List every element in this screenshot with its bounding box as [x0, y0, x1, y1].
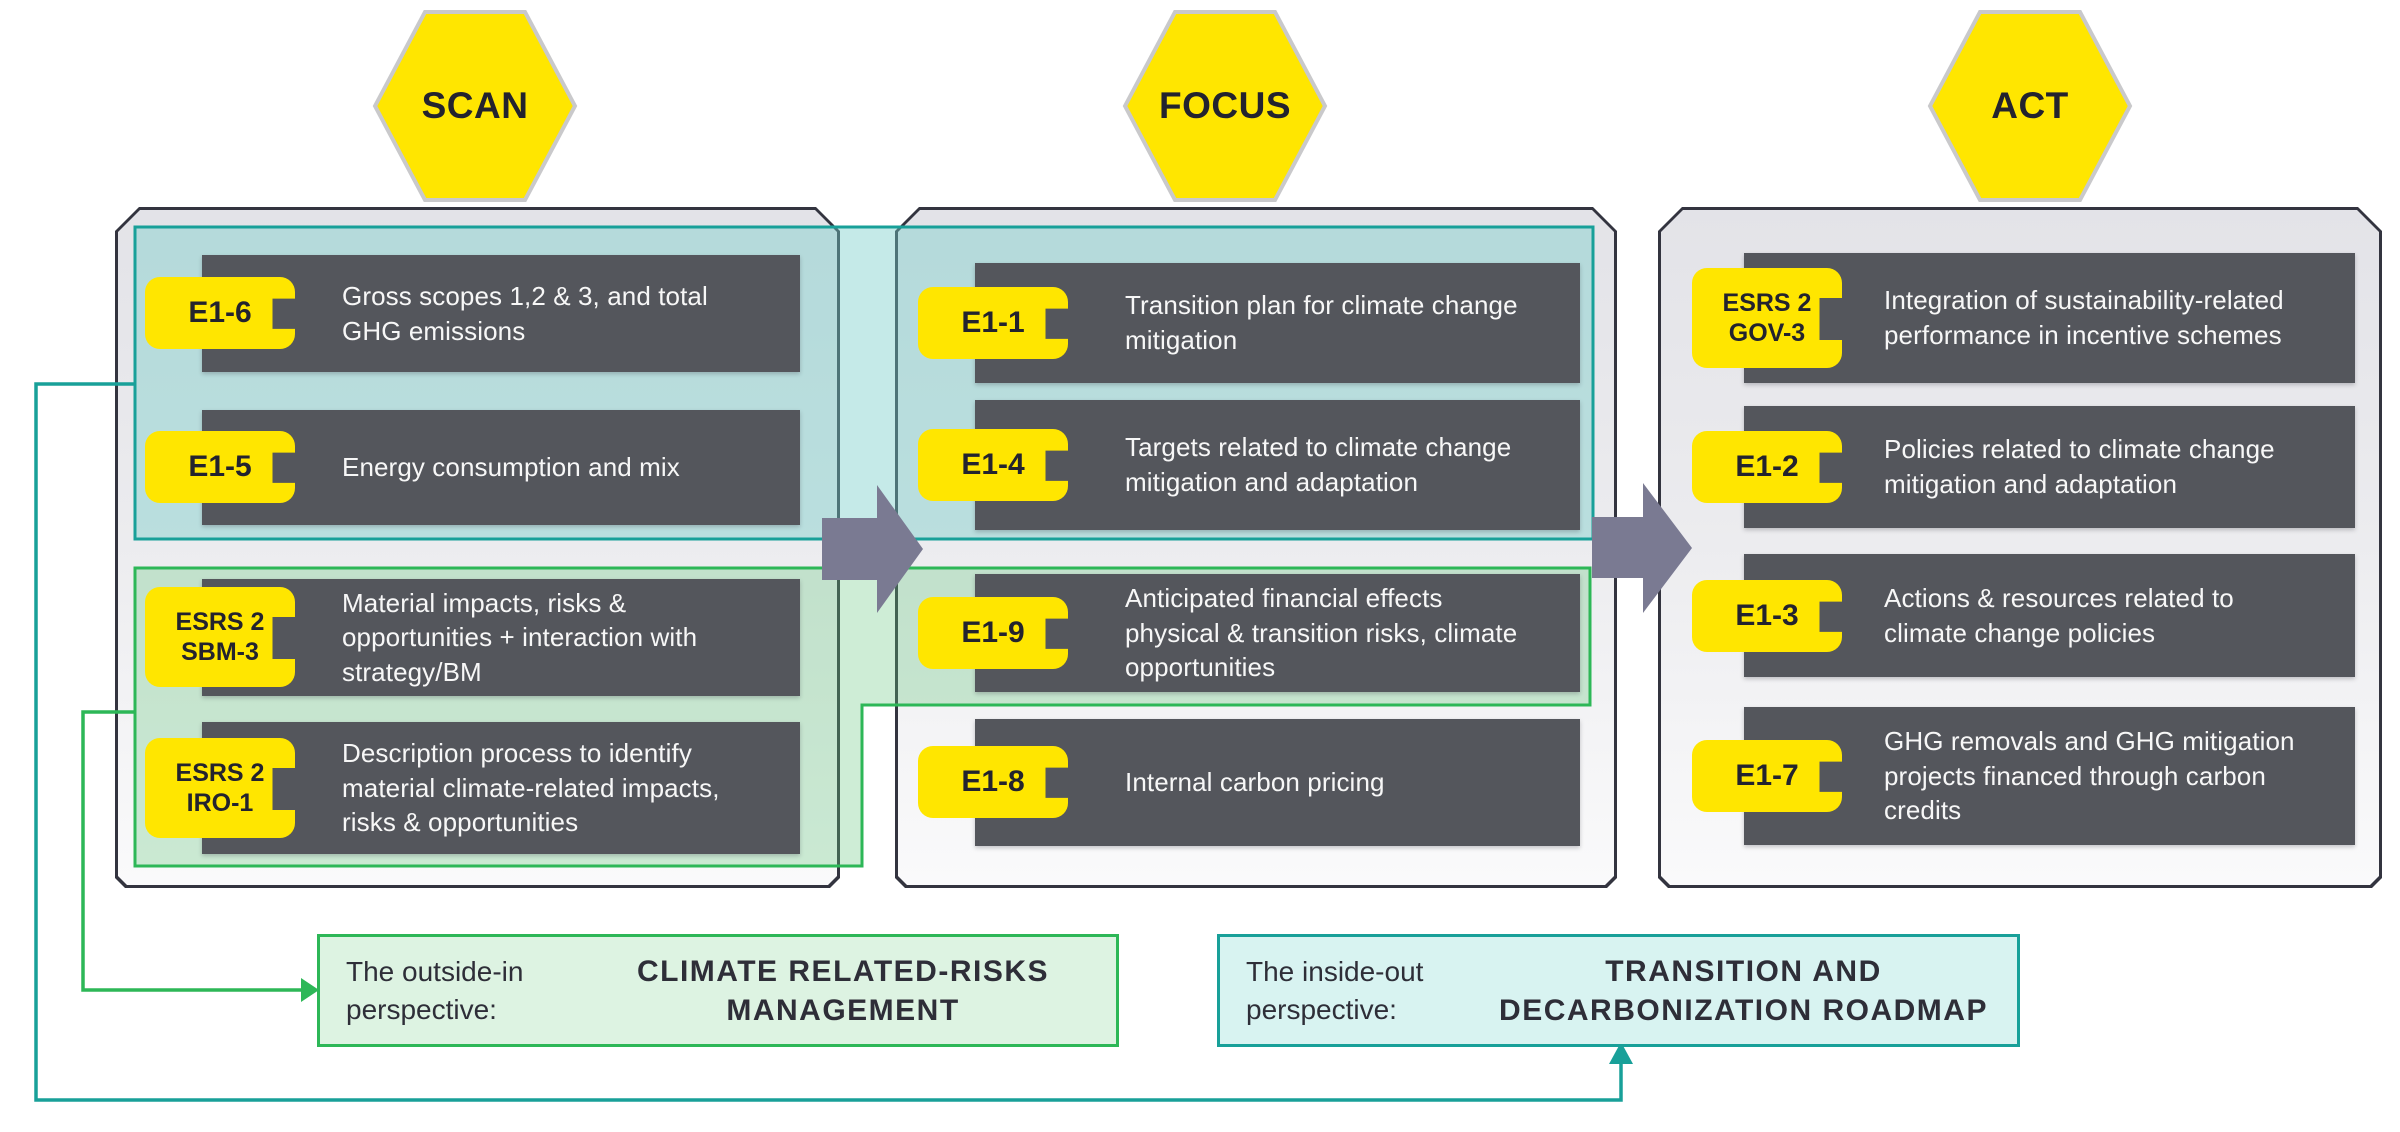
flow-arrow-focus-to-act-icon: [1592, 483, 1692, 613]
tag-label: E1-3: [1735, 599, 1799, 632]
disclosure-tag-e1-1: E1-1: [918, 287, 1068, 359]
flow-arrow-scan-to-focus-icon: [822, 485, 923, 613]
disclosure-text: Description process to identify material…: [342, 738, 720, 838]
disclosure-box-e1-8: Internal carbon pricing: [975, 719, 1580, 846]
inside-out-connector-arrowhead-icon: [1609, 1042, 1633, 1064]
disclosure-box-e1-1: Transition plan for climate change mitig…: [975, 263, 1580, 383]
hexagon-scan-icon: [372, 10, 578, 202]
disclosure-tag-e1-8: E1-8: [918, 746, 1068, 818]
disclosure-tag-e1-9: E1-9: [918, 597, 1068, 669]
disclosure-tag-e1-7: E1-7: [1692, 740, 1842, 812]
disclosure-text: Transition plan for climate change mitig…: [1125, 290, 1518, 355]
disclosure-tag-e1-3: E1-3: [1692, 580, 1842, 652]
disclosure-tag-e1-4: E1-4: [918, 429, 1068, 501]
disclosure-tag-e1-6: E1-6: [145, 277, 295, 349]
disclosure-text: Actions & resources related to climate c…: [1884, 582, 2234, 648]
outside-in-callout: The outside-in perspective: CLIMATE RELA…: [317, 934, 1119, 1047]
disclosure-text: Integration of sustainability-related pe…: [1884, 285, 2284, 350]
outside-in-connector-line: [81, 710, 301, 992]
disclosure-text: GHG removals and GHG mitigation projects…: [1884, 726, 2295, 826]
disclosure-text: Internal carbon pricing: [1125, 767, 1385, 798]
phase-label-text: SCAN: [421, 85, 529, 126]
hexagon-act-icon: [1927, 10, 2133, 202]
phase-label-text: FOCUS: [1159, 85, 1291, 126]
tag-label: ESRS 2 GOV-3: [1722, 288, 1812, 348]
tag-label: E1-4: [961, 448, 1025, 481]
disclosure-text: Targets related to climate change mitiga…: [1125, 432, 1512, 497]
disclosure-tag-e1-2: E1-2: [1692, 431, 1842, 503]
inside-out-callout-title: TRANSITION AND DECARBONIZATION ROADMAP: [1499, 954, 1988, 1027]
disclosure-box-e1-4: Targets related to climate change mitiga…: [975, 400, 1580, 530]
phase-label-scan: SCAN: [365, 76, 585, 136]
disclosure-text: Policies related to climate change mitig…: [1884, 434, 2275, 499]
disclosure-box-e1-2: Policies related to climate change mitig…: [1744, 406, 2355, 528]
outside-in-callout-label: The outside-in perspective:: [346, 955, 524, 1025]
tag-label: ESRS 2 IRO-1: [175, 758, 265, 818]
disclosure-box-esrs2-iro-1: Description process to identify material…: [202, 722, 800, 854]
tag-label: E1-8: [961, 765, 1025, 798]
disclosure-tag-e1-5: E1-5: [145, 431, 295, 503]
hexagon-focus-icon: [1122, 10, 1328, 202]
disclosure-text: Anticipated financial effects physical &…: [1125, 583, 1518, 683]
tag-label: E1-7: [1735, 759, 1799, 792]
disclosure-box-e1-3: Actions & resources related to climate c…: [1744, 554, 2355, 677]
phase-label-act: ACT: [1920, 76, 2140, 136]
disclosure-box-esrs2-gov-3: Integration of sustainability-related pe…: [1744, 253, 2355, 383]
tag-label: E1-5: [188, 450, 252, 483]
inside-out-callout-label: The inside-out perspective:: [1246, 955, 1424, 1025]
outside-in-connector-arrowhead-icon: [301, 978, 319, 1002]
disclosure-text: Energy consumption and mix: [342, 452, 680, 483]
phase-label-text: ACT: [1991, 85, 2069, 126]
tag-label: E1-2: [1735, 450, 1799, 483]
inside-out-callout: The inside-out perspective: TRANSITION A…: [1217, 934, 2020, 1047]
disclosure-box-e1-6: Gross scopes 1,2 & 3, and total GHG emis…: [202, 255, 800, 372]
disclosure-box-esrs2-sbm-3: Material impacts, risks & opportunities …: [202, 579, 800, 696]
disclosure-tag-esrs2-sbm-3: ESRS 2 SBM-3: [145, 587, 295, 687]
tag-label: E1-1: [961, 306, 1025, 339]
inside-out-connector-line: [34, 382, 1623, 1102]
outside-in-callout-title: CLIMATE RELATED-RISKS MANAGEMENT: [636, 954, 1050, 1027]
disclosure-box-e1-9: Anticipated financial effects physical &…: [975, 574, 1580, 692]
disclosure-text: Gross scopes 1,2 & 3, and total GHG emis…: [342, 280, 708, 346]
tag-label: E1-6: [188, 296, 252, 329]
phase-label-focus: FOCUS: [1115, 76, 1335, 136]
disclosure-tag-esrs2-iro-1: ESRS 2 IRO-1: [145, 738, 295, 838]
disclosure-box-e1-7: GHG removals and GHG mitigation projects…: [1744, 707, 2355, 845]
disclosure-text: Material impacts, risks & opportunities …: [342, 587, 698, 687]
disclosure-box-e1-5: Energy consumption and mix: [202, 410, 800, 525]
tag-label: E1-9: [961, 616, 1025, 649]
disclosure-tag-esrs2-gov-3: ESRS 2 GOV-3: [1692, 268, 1842, 368]
tag-label: ESRS 2 SBM-3: [175, 607, 265, 667]
